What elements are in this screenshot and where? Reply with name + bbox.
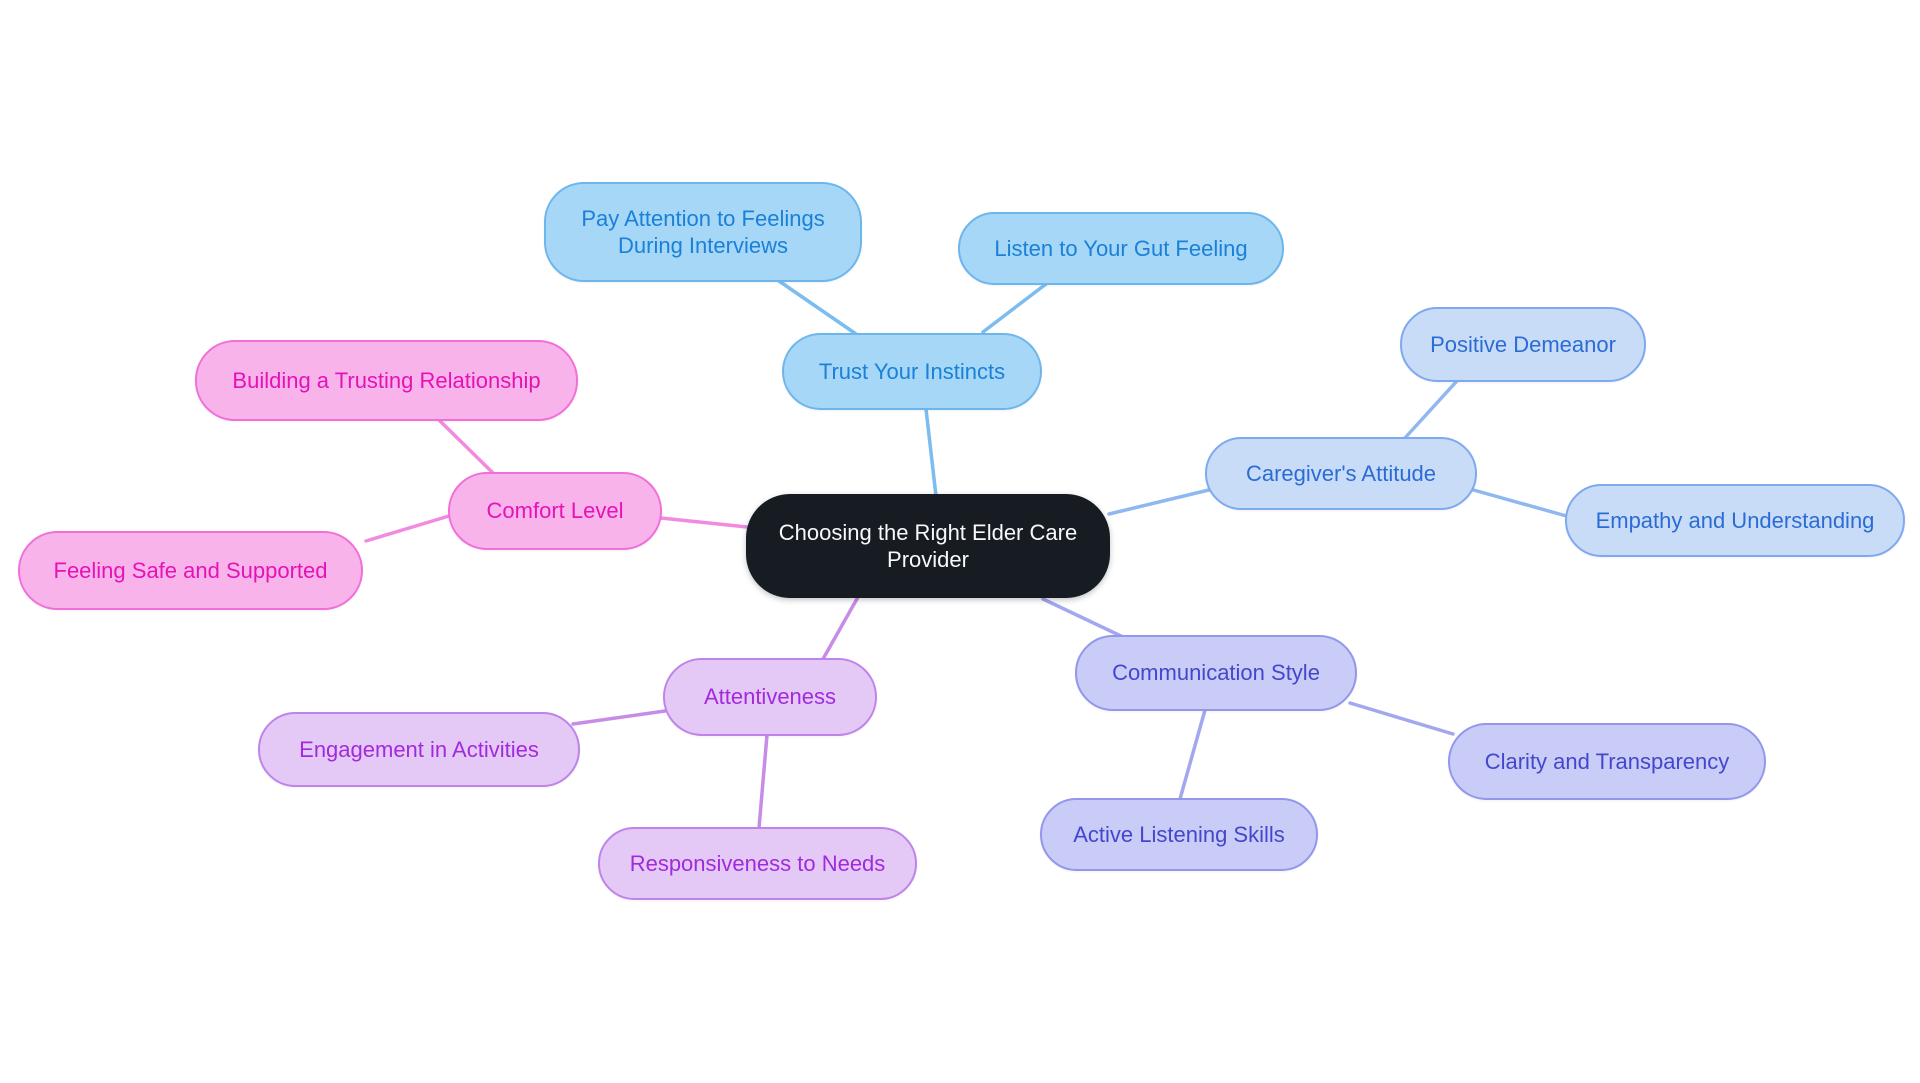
- edge-root--attentiveness: [821, 595, 860, 661]
- node-label-positive-demeanor: Positive Demeanor: [1430, 331, 1616, 357]
- node-label-caregivers-attitude: Caregiver's Attitude: [1245, 460, 1437, 486]
- node-label-attentiveness: Attentiveness: [703, 684, 837, 710]
- mindmap-node-clarity-and-transparency[interactable]: Clarity and Transparency: [1448, 723, 1766, 800]
- node-label-listen-to-your-gut-feeling: Listen to Your Gut Feeling: [994, 235, 1248, 261]
- mindmap-node-empathy-and-understanding[interactable]: Empathy and Understanding: [1565, 484, 1905, 557]
- edge-communication-style--clarity-and-transparency: [1348, 701, 1455, 736]
- edge-pay-attention-to-feelings-during-interviews--trust-your-instincts: [777, 279, 858, 336]
- edge-comfort-level--feeling-safe-and-supported: [364, 514, 451, 543]
- mindmap-node-communication-style[interactable]: Communication Style: [1075, 635, 1357, 711]
- mindmap-node-pay-attention-to-feelings-during-interviews[interactable]: Pay Attention to Feelings During Intervi…: [544, 182, 862, 282]
- mindmap-node-caregivers-attitude[interactable]: Caregiver's Attitude: [1205, 437, 1477, 510]
- node-label-engagement-in-activities: Engagement in Activities: [299, 736, 539, 762]
- mindmap-node-responsiveness-to-needs[interactable]: Responsiveness to Needs: [598, 827, 917, 900]
- node-label-pay-attention-to-feelings-during-interviews: Pay Attention to Feelings During Intervi…: [581, 205, 825, 259]
- node-label-communication-style: Communication Style: [1112, 660, 1320, 686]
- mindmap-node-active-listening-skills[interactable]: Active Listening Skills: [1040, 798, 1318, 871]
- mindmap-node-attentiveness[interactable]: Attentiveness: [663, 658, 877, 736]
- edge-attentiveness--responsiveness-to-needs: [757, 733, 769, 830]
- edge-caregivers-attitude--positive-demeanor: [1402, 380, 1458, 441]
- mindmap-node-listen-to-your-gut-feeling[interactable]: Listen to Your Gut Feeling: [958, 212, 1284, 285]
- mindmap-node-engagement-in-activities[interactable]: Engagement in Activities: [258, 712, 580, 787]
- edge-trust-your-instincts--root: [924, 407, 938, 498]
- edge-caregivers-attitude--empathy-and-understanding: [1468, 487, 1572, 519]
- edge-communication-style--active-listening-skills: [1178, 708, 1207, 801]
- mindmap-node-feeling-safe-and-supported[interactable]: Feeling Safe and Supported: [18, 531, 363, 610]
- node-label-comfort-level: Comfort Level: [486, 498, 624, 524]
- node-label-clarity-and-transparency: Clarity and Transparency: [1484, 748, 1730, 774]
- node-label-trust-your-instincts: Trust Your Instincts: [818, 358, 1006, 384]
- mindmap-node-building-a-trusting-relationship[interactable]: Building a Trusting Relationship: [195, 340, 578, 421]
- node-label-active-listening-skills: Active Listening Skills: [1073, 821, 1285, 847]
- node-label-building-a-trusting-relationship: Building a Trusting Relationship: [232, 367, 541, 393]
- edge-root--caregivers-attitude: [1107, 487, 1215, 516]
- mindmap-node-comfort-level[interactable]: Comfort Level: [448, 472, 662, 550]
- mindmap-node-root[interactable]: Choosing the Right Elder Care Provider: [746, 494, 1110, 598]
- edge-root--communication-style: [1041, 597, 1125, 639]
- node-label-root: Choosing the Right Elder Care Provider: [778, 519, 1078, 573]
- node-label-feeling-safe-and-supported: Feeling Safe and Supported: [53, 557, 328, 583]
- edge-building-a-trusting-relationship--comfort-level: [436, 417, 496, 476]
- edge-attentiveness--engagement-in-activities: [571, 709, 667, 726]
- edge-comfort-level--root: [659, 516, 749, 529]
- mindmap-node-trust-your-instincts[interactable]: Trust Your Instincts: [782, 333, 1042, 410]
- node-label-empathy-and-understanding: Empathy and Understanding: [1595, 507, 1875, 533]
- mindmap-node-positive-demeanor[interactable]: Positive Demeanor: [1400, 307, 1646, 382]
- node-label-responsiveness-to-needs: Responsiveness to Needs: [629, 850, 886, 876]
- edge-listen-to-your-gut-feeling--trust-your-instincts: [981, 282, 1048, 334]
